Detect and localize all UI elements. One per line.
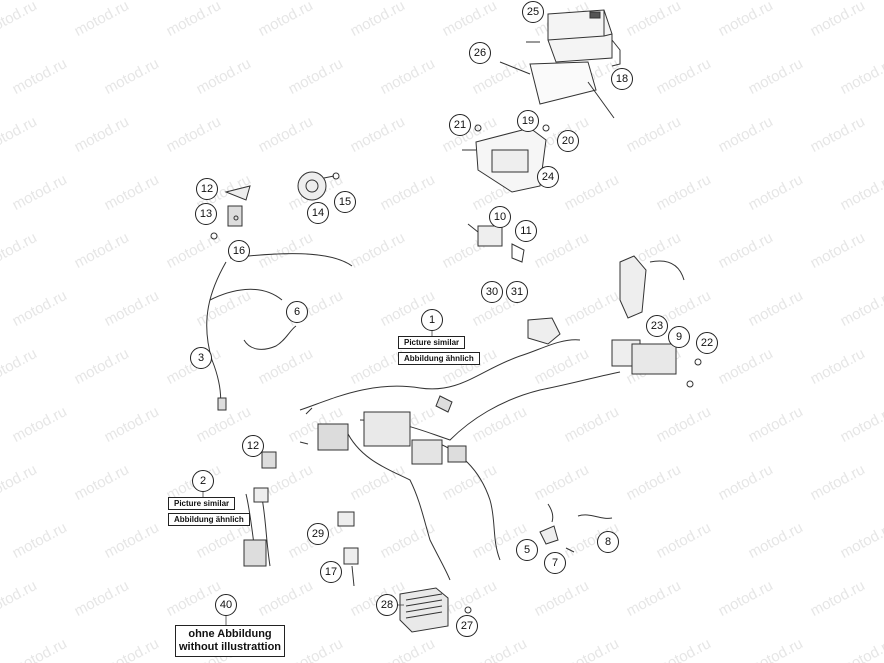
callout-22: 28 [376,594,398,616]
callout-13: 13 [195,203,217,225]
ecu-bracket-part [462,121,550,193]
note-picture-similar-2: Picture similar [168,497,236,510]
callout-12: 12 [196,178,218,200]
note-abbildung-aehnlich-2: Abbildung ähnlich [168,513,250,526]
without-illustration-line-de: ohne Abbildung [188,628,272,640]
wiring-harness-main [299,317,621,581]
callout-14: 14 [307,202,329,224]
switch-part [210,185,251,240]
callout-27: 24 [537,166,559,188]
battery-holder-part [499,61,615,119]
callout-21: 21 [449,114,471,136]
callout-10: 10 [489,206,511,228]
callout-11: 11 [515,220,537,242]
fuse-box-part [611,255,702,388]
callout-29: 26 [469,42,491,64]
callout-3: 3 [190,347,212,369]
wiring-harness-2 [243,487,271,567]
callout-7: 7 [544,552,566,574]
callout-15: 15 [334,191,356,213]
callout-8: 8 [597,531,619,553]
callout-1: 1 [421,309,443,331]
callout-23: 27 [456,615,478,637]
callout-40: 40 [215,594,237,616]
battery-part [526,9,621,67]
sensor-5-7-8 [539,503,613,553]
callout-12-lower: 12 [242,435,264,457]
regulator-part [399,587,472,633]
callout-24: 29 [307,523,329,545]
note-picture-similar-1: Picture similar [398,336,466,349]
callout-6: 6 [286,301,308,323]
sensor-part [337,511,359,587]
callout-19: 19 [517,110,539,132]
connector-part [261,451,277,469]
without-illustration-box: ohne Abbildung without illustrattion [175,625,285,657]
callout-18: 18 [611,68,633,90]
callout-31: 31 [506,281,528,303]
without-illustration-line-en: without illustrattion [178,641,282,653]
callout-5: 5 [516,539,538,561]
wiring-harness-3 [206,253,353,411]
note-abbildung-aehnlich-1: Abbildung ähnlich [398,352,480,365]
callout-28: 25 [522,1,544,23]
callout-2: 2 [192,470,214,492]
callout-26: 22 [696,332,718,354]
callout-9: 9 [668,326,690,348]
horn-part [297,171,340,201]
callout-25: 23 [646,315,668,337]
callout-16: 16 [228,240,250,262]
callout-17: 17 [320,561,342,583]
callout-30: 30 [481,281,503,303]
callout-20: 20 [557,130,579,152]
